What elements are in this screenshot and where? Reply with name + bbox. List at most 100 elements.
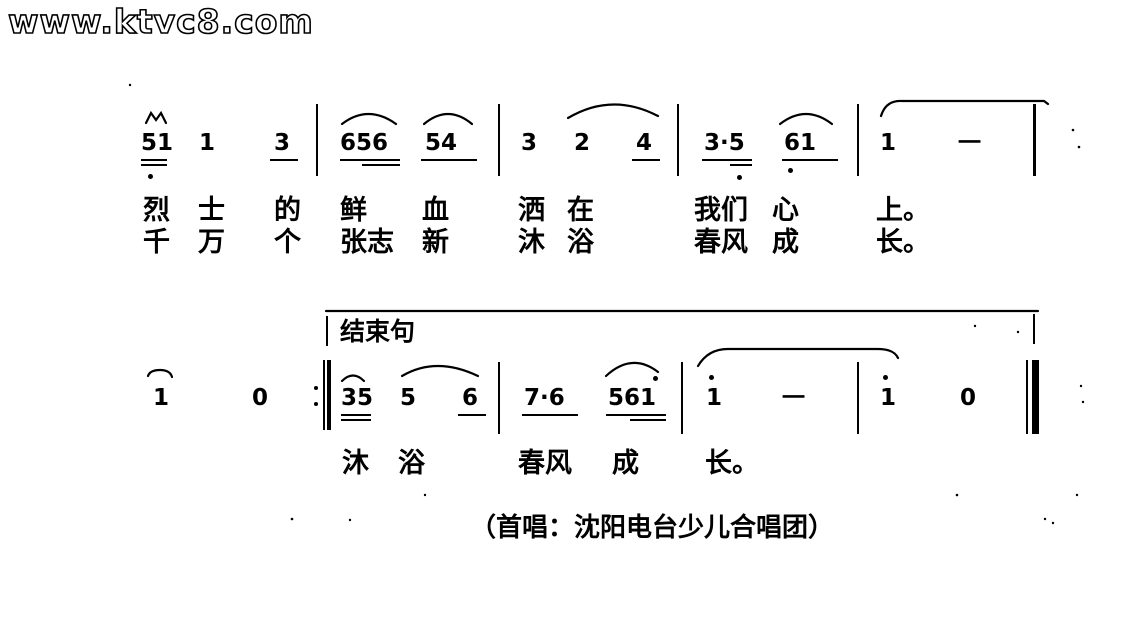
lyric: 张志 xyxy=(340,227,394,258)
lyric: 心 xyxy=(772,195,799,226)
note-group: 61 xyxy=(784,130,817,156)
fermata-mark xyxy=(144,110,168,125)
slur xyxy=(400,364,480,378)
note-group: 3 xyxy=(521,130,538,156)
octave-dot xyxy=(883,375,888,380)
note-underline xyxy=(341,414,371,416)
slur xyxy=(340,374,366,383)
note-group: 1 xyxy=(706,385,723,411)
tie xyxy=(696,347,900,368)
note-group: 5 xyxy=(400,385,417,411)
lyric: 在 xyxy=(567,195,594,226)
lyric: 成 xyxy=(612,448,639,479)
note-group: 一 xyxy=(958,130,981,156)
note-underline xyxy=(270,159,298,161)
final-barline xyxy=(1032,360,1039,434)
bar-line xyxy=(677,104,679,176)
slur xyxy=(604,361,660,378)
note-group: 1 xyxy=(153,385,170,411)
note-group: 4 xyxy=(636,130,653,156)
lyric: 的 xyxy=(274,195,301,226)
note-group: 656 xyxy=(340,130,389,156)
octave-dot xyxy=(653,376,658,381)
bar-line xyxy=(681,362,683,434)
lyric: 个 xyxy=(274,227,301,258)
note-group: 54 xyxy=(425,130,458,156)
note-underline xyxy=(730,164,752,166)
final-barline xyxy=(1026,360,1028,434)
repeat-barline xyxy=(327,360,331,430)
note-underline xyxy=(782,159,838,161)
section-label: 结束句 xyxy=(340,317,416,346)
lyric: 烈 xyxy=(143,195,170,226)
bar-line xyxy=(316,104,318,176)
note-underline xyxy=(421,159,477,161)
scan-specks xyxy=(128,83,1085,525)
watermark: www.ktvc8.com xyxy=(7,1,314,42)
bar-line xyxy=(1033,104,1036,176)
lyric: 沐 xyxy=(342,448,369,479)
note-underline xyxy=(702,159,752,161)
note-underline xyxy=(522,414,578,416)
note-underline xyxy=(458,414,486,416)
bar-line xyxy=(498,362,500,434)
note-underline xyxy=(141,159,167,161)
note-underline xyxy=(340,159,400,161)
octave-dot xyxy=(709,375,714,380)
note-underline xyxy=(141,164,167,166)
note-group: 6 xyxy=(462,385,479,411)
lyric: 沐 xyxy=(518,227,545,258)
tie xyxy=(146,368,174,379)
note-group: 1 xyxy=(880,130,897,156)
note-underline xyxy=(362,164,400,166)
note-group: 一 xyxy=(782,385,805,411)
lyric: 长。 xyxy=(876,227,930,258)
bracket-left xyxy=(326,316,328,346)
slur xyxy=(340,112,398,126)
note-group: 51 xyxy=(141,130,174,156)
repeat-barline xyxy=(323,360,325,430)
slur xyxy=(422,112,474,126)
note-underline xyxy=(606,414,666,416)
octave-dot xyxy=(737,175,742,180)
lyric: 万 xyxy=(198,227,225,258)
note-group: 35 xyxy=(341,385,374,411)
octave-dot xyxy=(788,168,793,173)
note-group: 2 xyxy=(574,130,591,156)
note-group: 0 xyxy=(960,385,977,411)
note-underline xyxy=(630,419,666,421)
note-group: 3·5 xyxy=(704,130,745,156)
bar-line xyxy=(857,104,859,176)
note-group: 561 xyxy=(608,385,657,411)
note-underline xyxy=(632,159,660,161)
repeat-dot xyxy=(314,386,318,390)
performer-credit: （首唱：沈阳电台少儿合唱团） xyxy=(470,513,835,543)
slur xyxy=(778,112,834,126)
lyric: 千 xyxy=(143,227,170,258)
tie xyxy=(879,99,1050,118)
lyric: 成 xyxy=(772,227,799,258)
octave-dot xyxy=(148,174,153,179)
lyric: 新 xyxy=(422,227,449,258)
note-group: 1 xyxy=(880,385,897,411)
slur xyxy=(566,103,660,120)
bar-line xyxy=(498,104,500,176)
lyric: 士 xyxy=(198,195,225,226)
lyric: 我们 xyxy=(694,195,748,226)
lyric: 春风 xyxy=(694,227,748,258)
bar-line xyxy=(857,362,859,434)
lyric: 血 xyxy=(422,195,449,226)
note-group: 7·6 xyxy=(524,385,565,411)
lyric: 洒 xyxy=(518,195,545,226)
lyric: 鲜 xyxy=(340,195,367,226)
note-group: 0 xyxy=(252,385,269,411)
note-group: 1 xyxy=(199,130,216,156)
lyric: 上。 xyxy=(876,195,930,226)
bracket-right xyxy=(1033,314,1035,344)
note-group: 3 xyxy=(274,130,291,156)
lyric: 长。 xyxy=(705,448,759,479)
lyric: 春风 xyxy=(518,448,572,479)
repeat-dot xyxy=(314,402,318,406)
lyric: 浴 xyxy=(567,227,594,258)
